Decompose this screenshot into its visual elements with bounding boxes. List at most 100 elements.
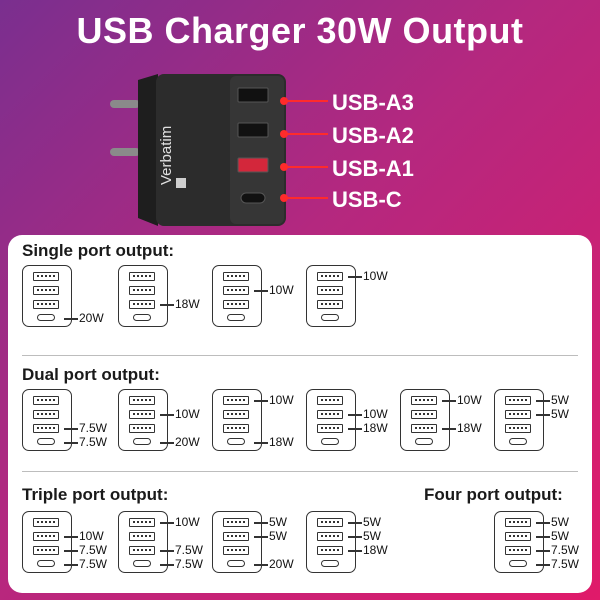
- output-wattage: 10W: [269, 393, 294, 407]
- usb-a-port-icon: [33, 532, 59, 541]
- usb-a-port-icon: [223, 396, 249, 405]
- usb-a-port-icon: [317, 518, 343, 527]
- usb-a-port-icon: [33, 518, 59, 527]
- usb-a-port-icon: [129, 272, 155, 281]
- usb-c-port-icon: [227, 560, 245, 567]
- output-leader-line: [160, 304, 174, 306]
- output-wattage: 20W: [175, 435, 200, 449]
- usb-a-port-icon: [33, 410, 59, 419]
- usb-a-port-icon: [33, 546, 59, 555]
- usb-a-port-icon: [33, 286, 59, 295]
- usb-a-port-icon: [505, 396, 531, 405]
- callout-line: [282, 100, 328, 102]
- output-wattage: 7.5W: [175, 543, 204, 557]
- port-diagram-triple-3: [212, 511, 262, 573]
- charger-image: [110, 74, 286, 226]
- usb-a-port-icon: [223, 410, 249, 419]
- usb-a-port-icon: [317, 396, 343, 405]
- usb-a-port-icon: [33, 272, 59, 281]
- output-leader-line: [348, 536, 362, 538]
- output-wattage: 7.5W: [79, 543, 108, 557]
- usb-a-port-icon: [411, 424, 437, 433]
- output-leader-line: [348, 428, 362, 430]
- output-wattage: 7.5W: [551, 543, 580, 557]
- output-leader-line: [254, 400, 268, 402]
- output-wattage: 5W: [551, 529, 569, 543]
- output-leader-line: [536, 550, 550, 552]
- usb-a-port-icon: [317, 300, 343, 309]
- usb-c-port-icon: [321, 438, 339, 445]
- usb-a-port-icon: [33, 396, 59, 405]
- output-wattage: 18W: [363, 421, 388, 435]
- output-wattage: 10W: [175, 515, 200, 529]
- output-panel: Single port output: Dual port output: Tr…: [8, 235, 592, 593]
- output-leader-line: [64, 536, 78, 538]
- usb-a-port-icon: [129, 532, 155, 541]
- output-wattage: 5W: [363, 529, 381, 543]
- port-label-usb-c: USB-C: [332, 187, 402, 212]
- output-wattage: 20W: [269, 557, 294, 571]
- page-title: USB Charger 30W Output: [76, 10, 524, 51]
- usb-a-port-icon: [129, 546, 155, 555]
- section-title-four: Four port output:: [424, 485, 563, 504]
- port-diagram-single-3: [212, 265, 262, 327]
- output-leader-line: [160, 564, 174, 566]
- usb-c-port-icon: [509, 438, 527, 445]
- port-label-usb-a1: USB-A1: [332, 156, 414, 181]
- usb-c-port-icon: [133, 560, 151, 567]
- port-diagram-dual-6: [494, 389, 544, 451]
- usb-c-port-icon: [133, 314, 151, 321]
- output-wattage: 7.5W: [79, 435, 108, 449]
- output-wattage: 7.5W: [79, 421, 108, 435]
- output-leader-line: [536, 564, 550, 566]
- output-wattage: 18W: [457, 421, 482, 435]
- output-wattage: 10W: [363, 269, 388, 283]
- port-diagram-dual-5: [400, 389, 450, 451]
- usb-c-port-icon: [509, 560, 527, 567]
- output-leader-line: [536, 522, 550, 524]
- output-wattage: 18W: [175, 297, 200, 311]
- section-title-dual: Dual port output:: [22, 365, 160, 384]
- port-diagram-dual-3: [212, 389, 262, 451]
- output-wattage: 5W: [269, 529, 287, 543]
- usb-a-port-icon: [223, 546, 249, 555]
- output-wattage: 7.5W: [551, 557, 580, 571]
- usb-c-port-icon: [37, 314, 55, 321]
- usb-a-port-icon: [33, 424, 59, 433]
- output-wattage: 5W: [551, 515, 569, 529]
- output-leader-line: [64, 428, 78, 430]
- usb-a-port-icon: [505, 546, 531, 555]
- output-leader-line: [160, 550, 174, 552]
- output-leader-line: [442, 400, 456, 402]
- divider: [22, 355, 578, 356]
- output-leader-line: [536, 414, 550, 416]
- port-label-usb-a2: USB-A2: [332, 123, 414, 148]
- usb-a-port-icon: [223, 286, 249, 295]
- output-leader-line: [160, 414, 174, 416]
- usb-c-port-icon: [37, 438, 55, 445]
- usb-a-port-icon: [411, 410, 437, 419]
- output-wattage: 5W: [363, 515, 381, 529]
- callout-line: [282, 133, 328, 135]
- usb-a-port-icon: [223, 300, 249, 309]
- usb-a-port-icon: [129, 410, 155, 419]
- output-leader-line: [254, 442, 268, 444]
- output-wattage: 10W: [269, 283, 294, 297]
- usb-a-port-icon: [223, 272, 249, 281]
- output-leader-line: [64, 550, 78, 552]
- output-leader-line: [254, 564, 268, 566]
- output-wattage: 20W: [79, 311, 104, 325]
- output-leader-line: [442, 428, 456, 430]
- output-wattage: 18W: [269, 435, 294, 449]
- output-wattage: 10W: [363, 407, 388, 421]
- usb-a-port-icon: [223, 532, 249, 541]
- output-leader-line: [64, 564, 78, 566]
- usb-c-port-icon: [37, 560, 55, 567]
- usb-a-port-icon: [317, 546, 343, 555]
- usb-a-port-icon: [505, 532, 531, 541]
- output-leader-line: [536, 400, 550, 402]
- output-wattage: 5W: [551, 407, 569, 421]
- port-diagram-four-1: [494, 511, 544, 573]
- output-wattage: 10W: [175, 407, 200, 421]
- usb-c-port-icon: [321, 560, 339, 567]
